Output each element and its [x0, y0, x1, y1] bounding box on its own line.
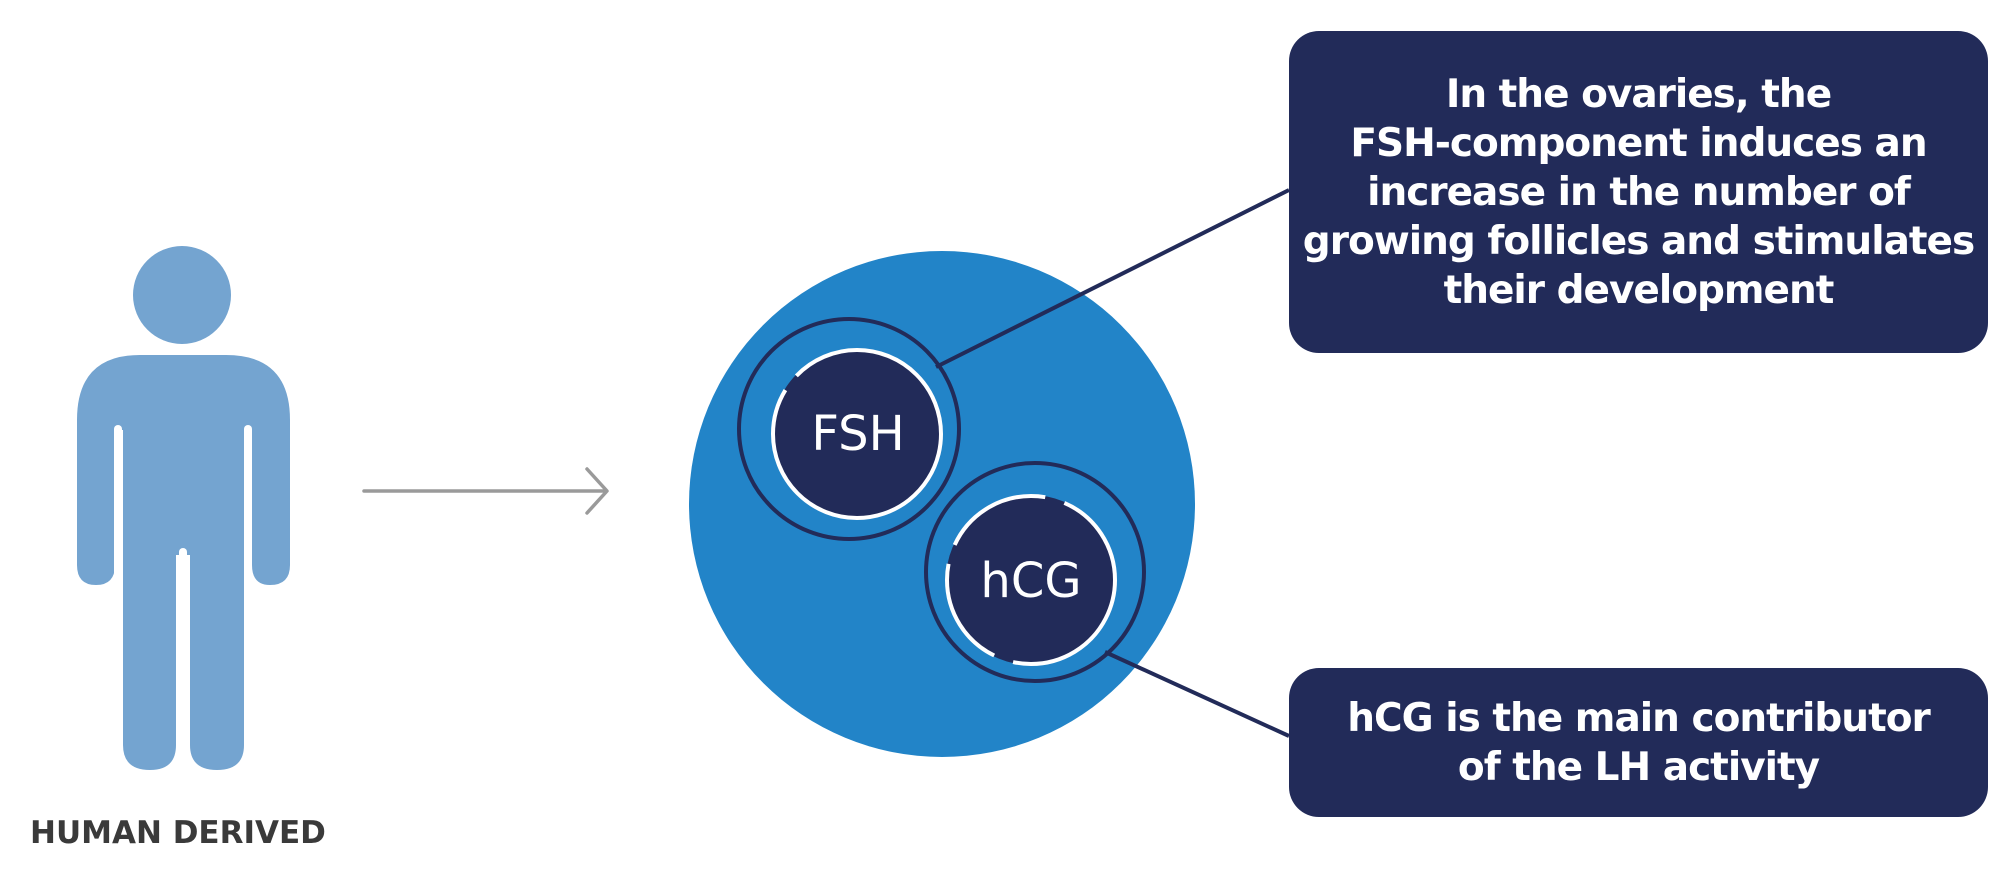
human-body [77, 355, 290, 770]
fsh-label: FSH [811, 406, 904, 462]
human-arm-gap-right [244, 425, 252, 585]
human-figure-icon [77, 246, 290, 778]
connector-fsh-line [935, 188, 1290, 369]
arrow-icon [362, 467, 609, 515]
human-arm-gap-left [114, 425, 122, 585]
human-leg-gap [179, 548, 187, 778]
connector-hcg-line [1104, 650, 1290, 738]
human-head [133, 246, 231, 344]
hcg-info-box: hCG is the main contributor of the LH ac… [1289, 668, 1988, 817]
hcg-info-text: hCG is the main contributor of the LH ac… [1347, 695, 1931, 790]
hcg-molecule [924, 461, 1146, 683]
fsh-info-box: In the ovaries, the FSH-component induce… [1289, 31, 1988, 353]
hcg-label: hCG [980, 553, 1081, 609]
human-derived-label: HUMAN DERIVED [30, 815, 326, 851]
fsh-molecule [737, 317, 961, 541]
fsh-info-text: In the ovaries, the FSH-component induce… [1302, 71, 1975, 313]
